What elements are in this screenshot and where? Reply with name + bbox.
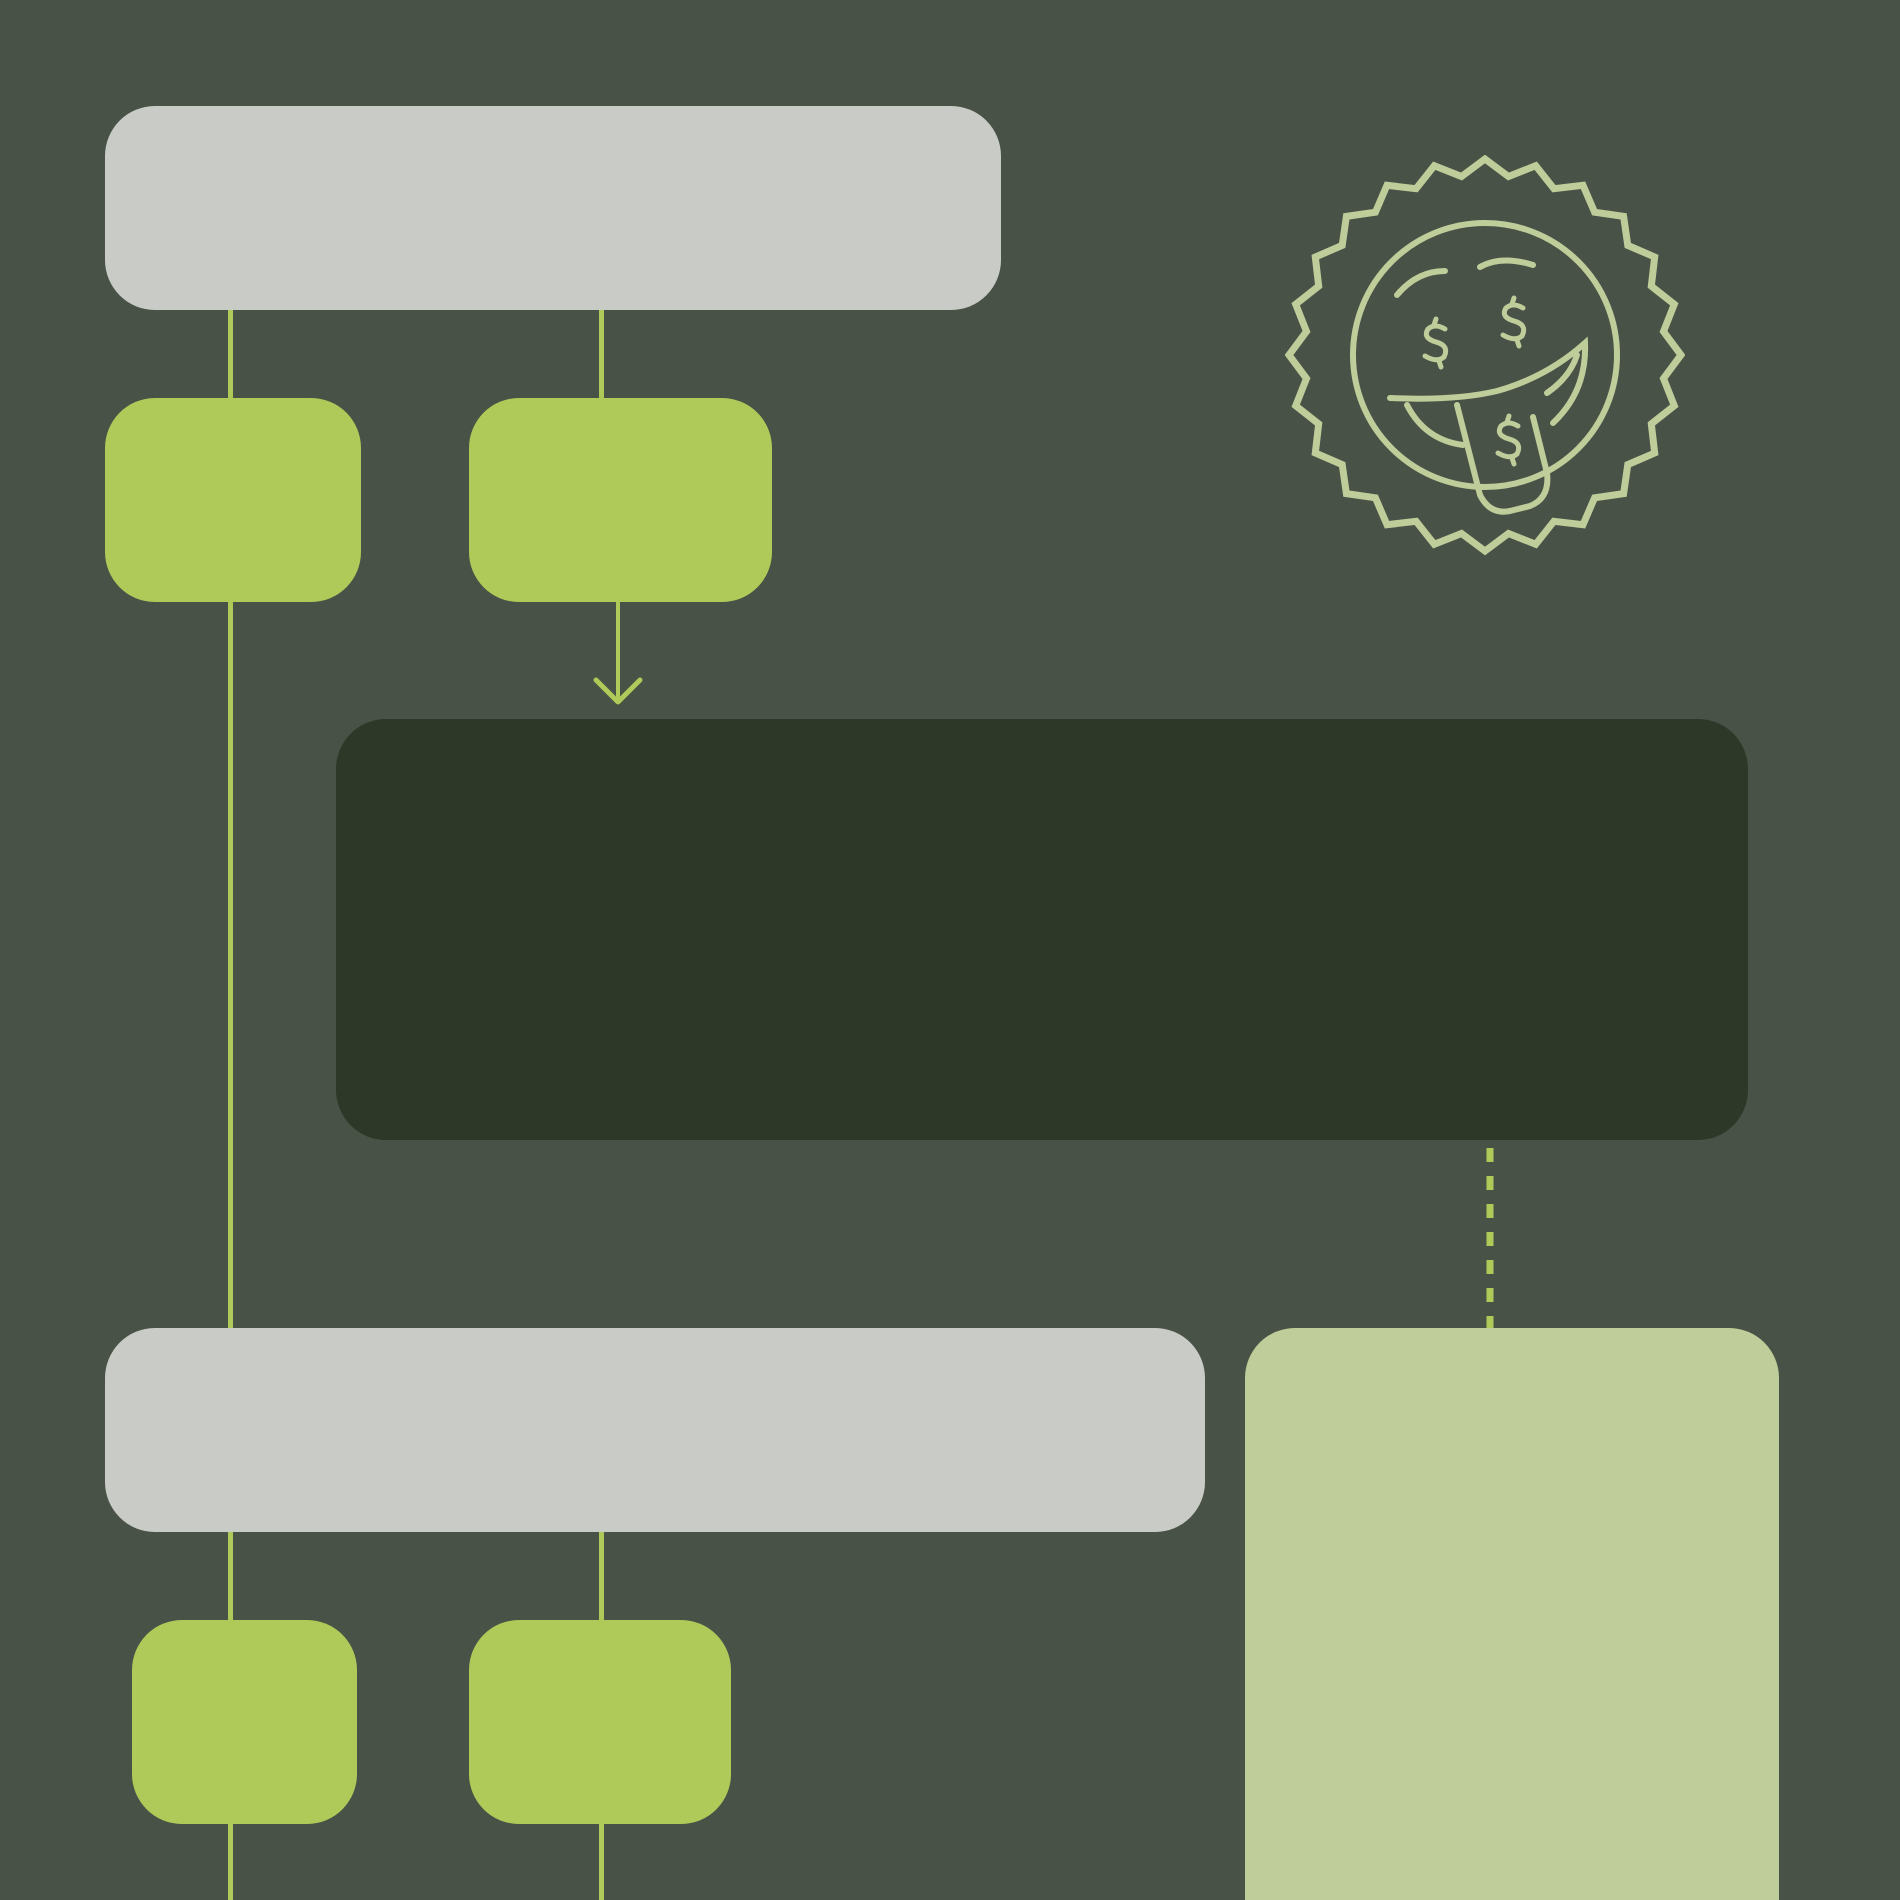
top-step-2 bbox=[469, 398, 772, 602]
top-bar bbox=[105, 106, 1001, 310]
thumb-curve bbox=[1544, 352, 1580, 396]
shine-arc-right bbox=[1477, 257, 1536, 270]
hand-outline bbox=[1387, 336, 1589, 426]
bottom-step-1 bbox=[132, 1620, 357, 1824]
money-seal-icon bbox=[1285, 155, 1685, 556]
shine-arc-left bbox=[1394, 268, 1448, 298]
arrow-head-icon bbox=[593, 677, 643, 705]
side-panel bbox=[1245, 1328, 1779, 1900]
connector-top-bar-to-step-2 bbox=[599, 300, 604, 405]
dollar-sign-icon bbox=[1422, 316, 1449, 370]
dollar-sign-icon bbox=[1500, 295, 1527, 349]
connector-step-2-to-main-panel bbox=[616, 598, 620, 702]
seal-star-outline bbox=[1285, 155, 1685, 556]
main-panel bbox=[336, 719, 1748, 1140]
cuff-outline bbox=[1454, 402, 1551, 515]
bottom-bar bbox=[105, 1328, 1205, 1532]
palm-curve bbox=[1404, 402, 1466, 448]
bottom-step-2 bbox=[469, 1620, 731, 1824]
coin-circle bbox=[1350, 220, 1620, 490]
connector-top-bar-to-step-1 bbox=[228, 300, 233, 1335]
top-step-1 bbox=[105, 398, 361, 602]
dollar-sign-icon bbox=[1495, 413, 1522, 467]
